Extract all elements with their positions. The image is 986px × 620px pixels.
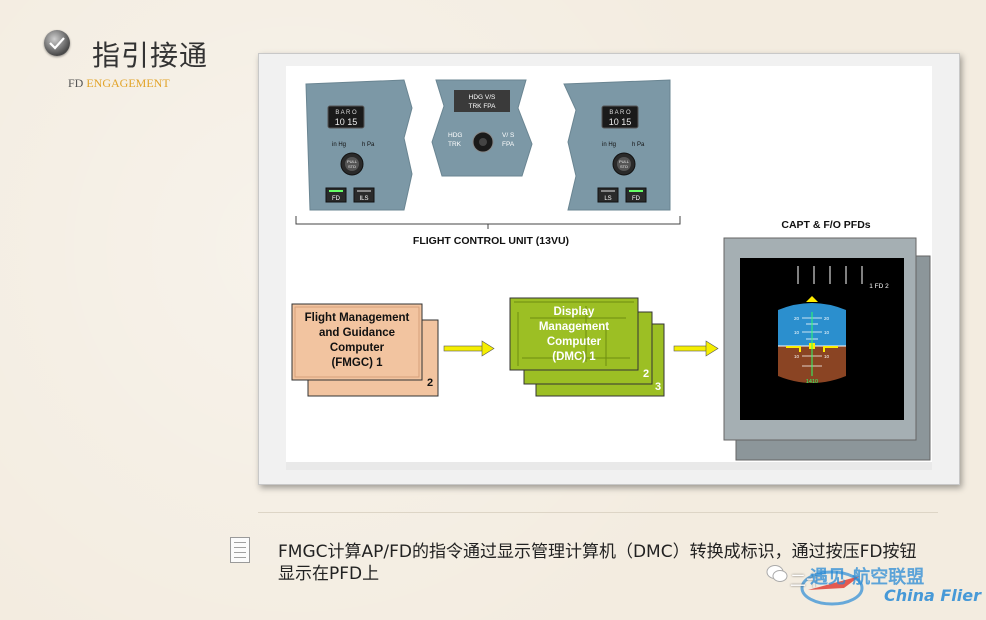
fmgc-line-2: and Guidance	[319, 327, 395, 339]
hdg-vs-label: HDG V/S	[469, 94, 496, 101]
fcu-right-efis-panel: B A R O 10 15 in Hg h Pa PULL STD LS FD	[563, 79, 671, 211]
ls-label: LS	[604, 196, 611, 202]
baro-value-right: 10 15	[609, 117, 632, 127]
header-bullet-icon	[44, 30, 70, 56]
fcu-bracket	[295, 216, 681, 225]
pitch-mark-1: 20	[794, 316, 800, 321]
pfd-altitude-readout: 1410	[806, 379, 818, 385]
hdg-left-label: HDG	[448, 132, 462, 139]
note-text: FMGC计算AP/FD的指令通过显示管理计算机（DMC）转换成标识，通过按压FD…	[278, 542, 917, 584]
diagram-bottom-strip	[286, 462, 932, 470]
china-flier-logo-icon	[800, 564, 880, 613]
page-subtitle: FD ENGAGEMENT	[68, 76, 170, 91]
pitch-mark-4: 10	[794, 354, 800, 359]
dmc-line-4: (DMC) 1	[552, 351, 596, 363]
inhg-label-left: in Hg	[332, 142, 346, 148]
subtitle-prefix: FD	[68, 76, 84, 90]
content-divider	[258, 512, 938, 513]
dmc-2-label: 2	[643, 368, 649, 380]
fcu-caption: FLIGHT CONTROL UNIT (13VU)	[413, 235, 569, 247]
trk-left-label: TRK	[448, 141, 462, 148]
inhg-label-right: in Hg	[602, 142, 616, 148]
arrow-dmc-to-pfd	[673, 340, 719, 357]
dmc-line-1: Display	[554, 306, 596, 318]
pfd-display-unit: 1 FD 2 20 10 10 10 10 20 1410	[723, 237, 931, 461]
fpa-right-label: FPA	[502, 141, 515, 148]
diagram-canvas: B A R O 10 15 in Hg h Pa PULL STD FD ILS…	[286, 66, 932, 470]
pfd-fd-annunciator: 1 FD 2	[869, 283, 889, 290]
fmgc-line-4: (FMGC) 1	[331, 357, 383, 369]
arrow-fmgc-to-dmc	[443, 340, 495, 357]
baro-label-right: B A R O	[609, 110, 631, 116]
ils-label: ILS	[359, 196, 368, 202]
svg-text:STD: STD	[348, 164, 356, 169]
watermark-cn-text: 遇见 航空联盟	[810, 567, 925, 588]
fcu-left-efis-panel: B A R O 10 15 in Hg h Pa PULL STD FD ILS	[305, 79, 413, 211]
svg-text:PULL: PULL	[347, 159, 358, 164]
dmc-3-label: 3	[655, 381, 661, 393]
document-icon	[230, 537, 250, 563]
dmc-box: Display Management Computer (DMC) 1 2 3	[509, 297, 665, 397]
fd-label-right: FD	[632, 196, 641, 202]
fmgc-line-1: Flight Management	[305, 312, 410, 324]
pitch-mark-2: 10	[794, 330, 800, 335]
pitch-mark-5: 10	[824, 354, 830, 359]
fd-label-left: FD	[332, 196, 341, 202]
pitch-mark-6: 20	[824, 316, 830, 321]
vs-right-label: V/ S	[502, 132, 515, 139]
baro-value-left: 10 15	[335, 117, 358, 127]
watermark-en-text: China Flier	[884, 586, 982, 605]
pfd-caption: CAPT & F/O PFDs	[781, 219, 870, 231]
dmc-line-2: Management	[539, 321, 609, 333]
baro-label-left: B A R O	[335, 110, 357, 116]
hpa-label-right: h Pa	[632, 142, 645, 148]
dmc-line-3: Computer	[547, 336, 602, 348]
trk-fpa-label: TRK FPA	[469, 103, 497, 110]
wechat-icon	[766, 564, 788, 589]
fmgc-2-label: 2	[427, 377, 433, 389]
page-title: 指引接通	[92, 39, 209, 72]
hpa-label-left: h Pa	[362, 142, 375, 148]
subtitle-highlight: ENGAGEMENT	[86, 76, 170, 90]
pitch-mark-3: 10	[824, 330, 830, 335]
watermark-left-text: 二十	[790, 571, 823, 590]
fcu-center-panel: HDG V/S TRK FPA HDG TRK V/ S FPA	[431, 79, 533, 177]
fmgc-line-3: Computer	[330, 342, 385, 354]
fmgc-box: Flight Management and Guidance Computer …	[291, 303, 439, 397]
svg-text:PULL: PULL	[619, 159, 630, 164]
svg-text:STD: STD	[620, 164, 628, 169]
